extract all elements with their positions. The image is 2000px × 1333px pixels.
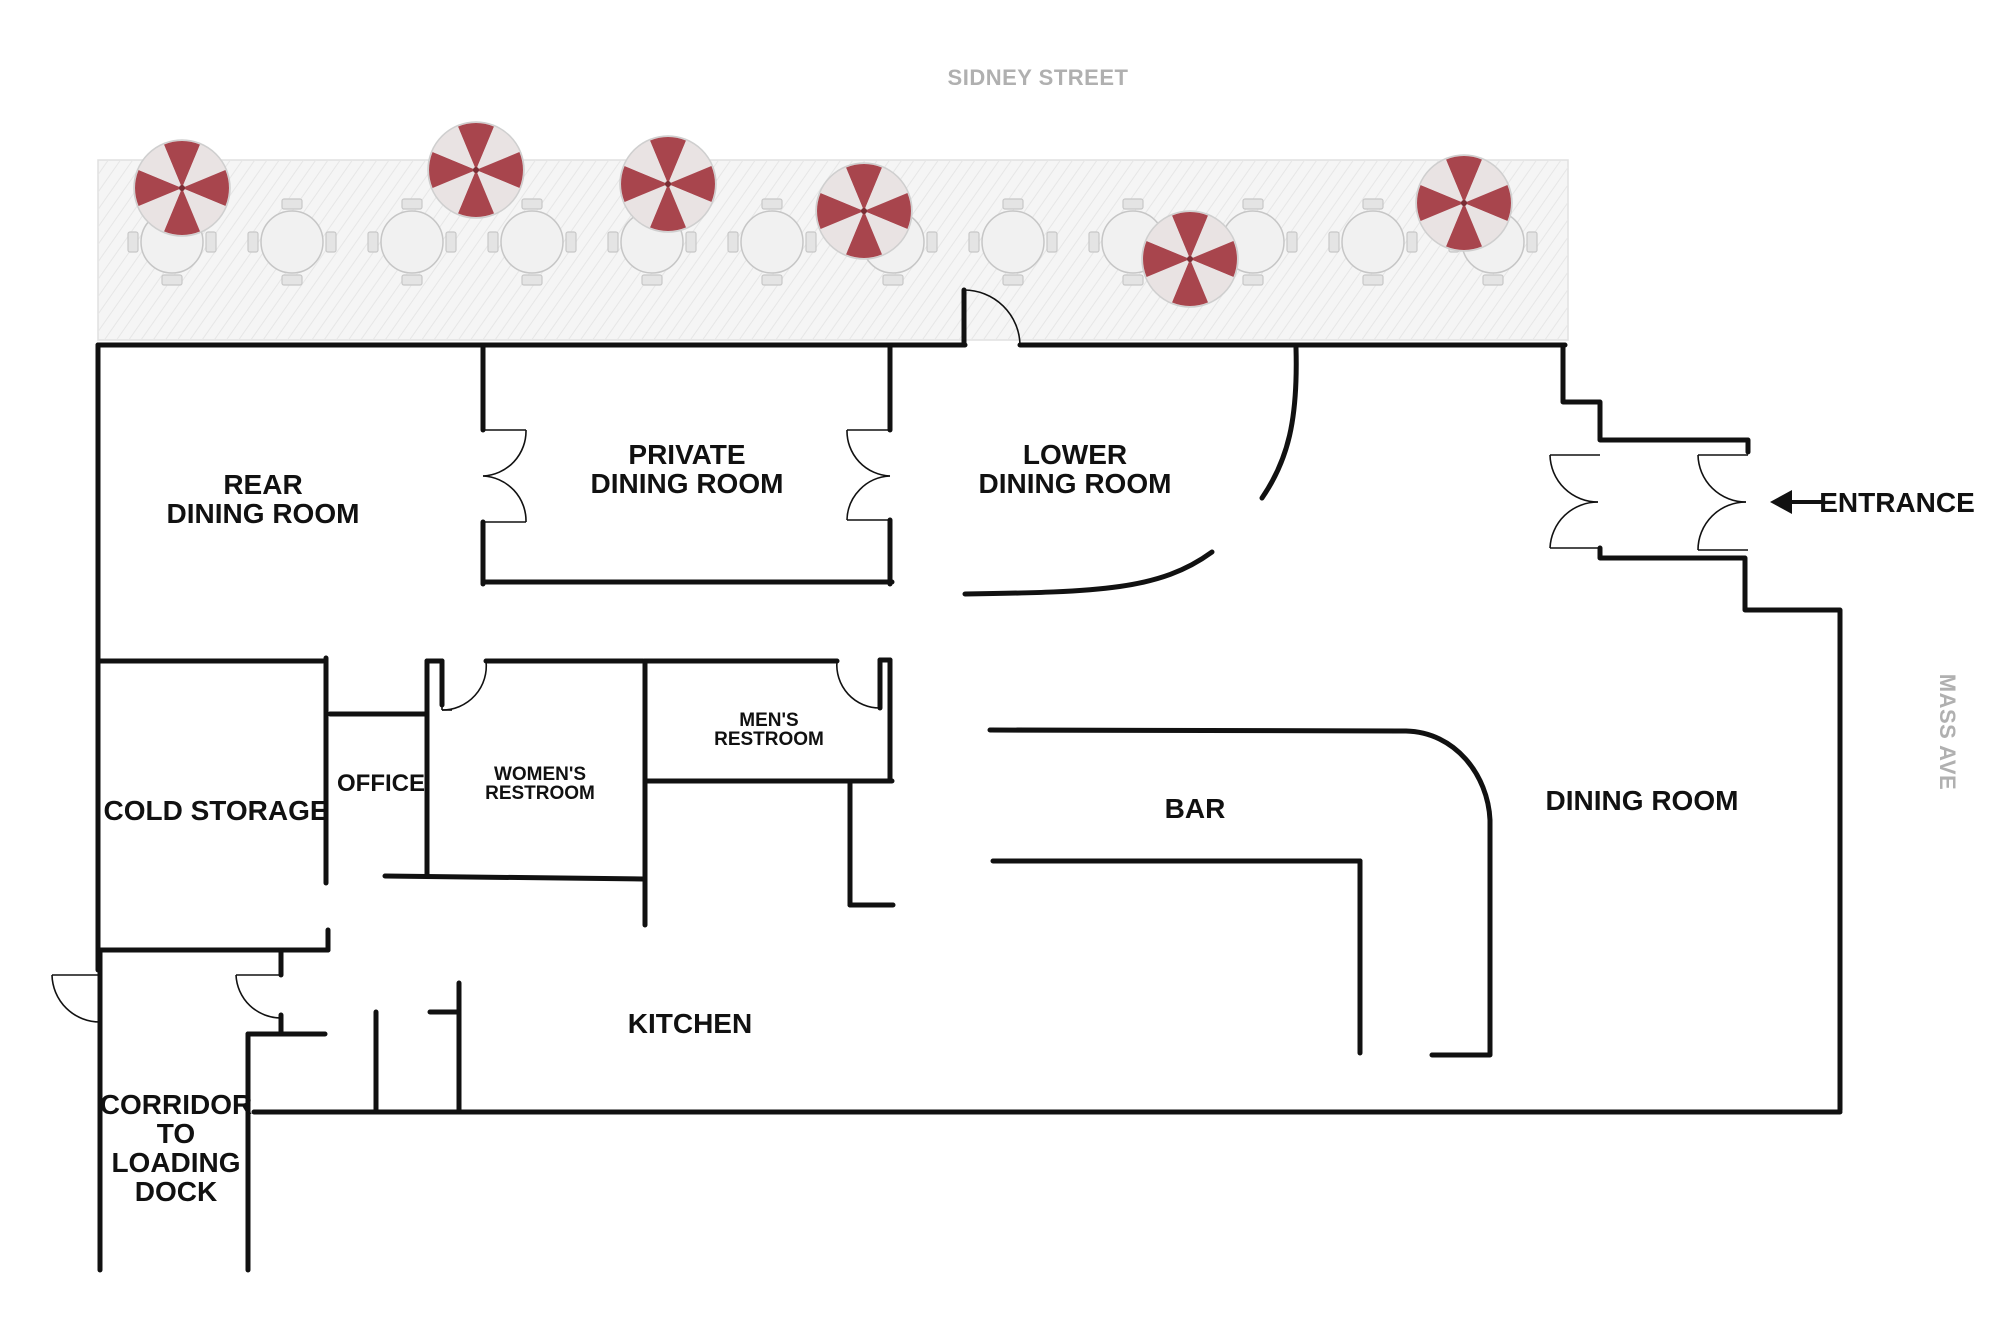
label-corridor-line1: CORRIDOR [100, 1089, 252, 1120]
cafe-table-icon [727, 198, 817, 286]
label-corridor-line2: TO [157, 1118, 195, 1149]
vestibule-outer-door-a-arc [1697, 454, 1747, 503]
label-dining-room: DINING ROOM [1546, 785, 1739, 816]
umbrella-icon [815, 162, 913, 260]
label-cold-storage: COLD STORAGE [103, 795, 328, 826]
doors [51, 287, 1748, 1023]
label-mens-line1: MEN'S [739, 710, 798, 731]
wall-office-bottom [382, 873, 646, 882]
label-corridor-line3: LOADING [111, 1147, 240, 1178]
label-entrance: ENTRANCE [1819, 487, 1975, 518]
private-door-left-a-arc [482, 429, 527, 477]
patio-door-swing [963, 289, 1021, 346]
label-lower-dining-line2: DINING ROOM [979, 468, 1172, 499]
label-kitchen: KITCHEN [628, 1008, 752, 1039]
street-label-right: MASS AVE [1935, 674, 1960, 790]
label-rear-dining-line1: REAR [223, 469, 302, 500]
umbrella-icon [1415, 154, 1513, 252]
patio-umbrellas [133, 121, 1513, 308]
corridor-door-right-swing [235, 974, 282, 1019]
cafe-table-icon [968, 198, 1058, 286]
street-label-top: SIDNEY STREET [948, 65, 1129, 90]
label-mens-line2: RESTROOM [714, 729, 824, 750]
wall-vestibule-bottom [1597, 545, 1843, 1113]
label-lower-dining-line1: LOWER [1023, 439, 1127, 470]
vestibule-inner-door-b-arc [1549, 501, 1599, 549]
label-private-dining-line2: DINING ROOM [591, 468, 784, 499]
wall-lower-dining-curve-upper [1259, 345, 1299, 501]
womens-door-swing [441, 660, 488, 711]
umbrella-icon [133, 139, 231, 237]
cafe-table-icon [487, 198, 577, 286]
label-rear-dining-line2: DINING ROOM [167, 498, 360, 529]
wall-bar-outer [987, 727, 1493, 1058]
label-private-dining-line1: PRIVATE [628, 439, 745, 470]
private-door-left-b-arc [482, 475, 527, 523]
label-corridor-line4: DOCK [135, 1176, 217, 1207]
wall-lower-dining-curve-lower [962, 549, 1215, 597]
cafe-table-icon [1328, 198, 1418, 286]
label-bar: BAR [1165, 793, 1226, 824]
corridor-door-left-swing [51, 974, 101, 1023]
vestibule-inner-door-a-arc [1549, 454, 1599, 503]
umbrella-icon [619, 135, 717, 233]
cafe-table-icon [247, 198, 337, 286]
cafe-table-icon [367, 198, 457, 286]
umbrella-icon [1141, 210, 1239, 308]
label-office: OFFICE [337, 770, 425, 797]
umbrella-icon [427, 121, 525, 219]
private-door-right-b-arc [846, 475, 891, 521]
label-womens-line1: WOMEN'S [494, 764, 586, 785]
vestibule-outer-door-b-arc [1697, 501, 1747, 551]
mens-door-swing [836, 660, 881, 709]
label-womens-line2: RESTROOM [485, 783, 595, 804]
arrow-left-icon [1770, 490, 1822, 514]
private-door-right-a-arc [846, 429, 891, 477]
wall-vestibule-top [1560, 344, 1751, 455]
walls [95, 342, 1843, 1273]
